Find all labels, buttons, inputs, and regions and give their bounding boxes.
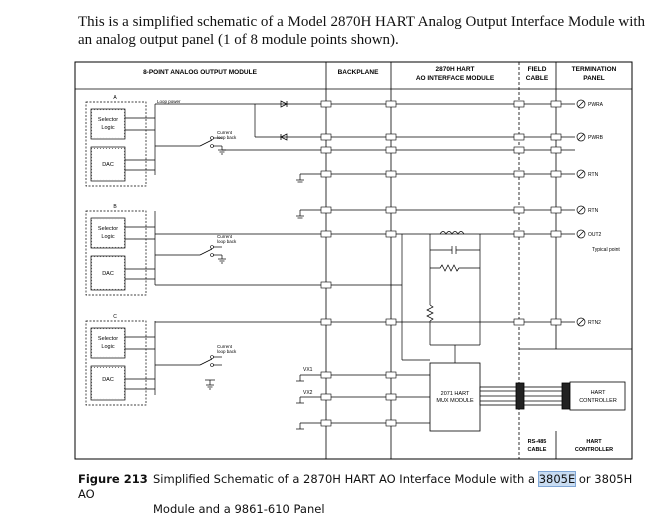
typical-point-label: Typical point	[592, 247, 620, 253]
svg-text:Selector: Selector	[98, 226, 118, 232]
svg-text:HART: HART	[591, 390, 607, 396]
loop-power-label: Loop power	[157, 99, 181, 104]
channel-a-letter: A	[113, 95, 117, 101]
svg-text:CONTROLLER: CONTROLLER	[579, 398, 617, 404]
intro-paragraph: This is a simplified schematic of a Mode…	[78, 14, 646, 48]
vx1-label: VX1	[303, 367, 313, 373]
channel-a: A Selector Logic DAC Loop power Current …	[85, 95, 237, 187]
channel-c: C Selector Logic DAC Current loop back	[85, 314, 237, 406]
rs485-label-2: CABLE	[528, 447, 547, 453]
hart-controller-label-1: HART	[586, 439, 602, 445]
field-cable-header-1: FIELD	[528, 66, 547, 73]
figure-label: Figure 213	[78, 472, 148, 486]
svg-text:loop back: loop back	[217, 349, 237, 354]
channel-b-letter: B	[113, 204, 117, 210]
svg-text:DAC: DAC	[102, 162, 114, 168]
termination-header-1: TERMINATION	[572, 66, 617, 73]
backplane-connectors	[320, 100, 562, 427]
hart-controller-label-2: CONTROLLER	[575, 447, 613, 453]
coupling-network	[401, 231, 481, 363]
terminal-pwrb: PWRB	[588, 135, 604, 141]
diagram-frame	[74, 61, 633, 460]
rs485-cable	[479, 382, 571, 410]
channel-c-letter: C	[113, 314, 117, 320]
svg-text:MUX MODULE: MUX MODULE	[436, 398, 474, 404]
svg-text:DAC: DAC	[102, 377, 114, 383]
highlighted-model: 3805E	[537, 471, 577, 487]
terminal-screws	[576, 99, 586, 327]
svg-text:loop back: loop back	[217, 135, 237, 140]
svg-text:loop back: loop back	[217, 239, 237, 244]
backplane-header: BACKPLANE	[338, 69, 379, 76]
terminal-rtn-2: RTN	[588, 208, 599, 214]
termination-header-2: PANEL	[583, 75, 605, 82]
svg-text:Current: Current	[217, 130, 233, 135]
svg-text:Logic: Logic	[101, 125, 114, 131]
svg-text:2071 HART: 2071 HART	[441, 391, 470, 397]
field-cable-header-2: CABLE	[526, 75, 549, 82]
module-header: 8-POINT ANALOG OUTPUT MODULE	[143, 69, 258, 76]
terminal-rtn-1: RTN	[588, 172, 599, 178]
svg-text:Selector: Selector	[98, 117, 118, 123]
terminal-out2: OUT2	[588, 232, 602, 238]
terminal-pwra: PWRA	[588, 102, 604, 108]
svg-text:DAC: DAC	[102, 271, 114, 277]
mux-module	[429, 362, 481, 432]
svg-text:Logic: Logic	[101, 234, 114, 240]
rs485-label-1: RS-485	[528, 439, 547, 445]
svg-text:Current: Current	[217, 344, 233, 349]
svg-text:Selector: Selector	[98, 336, 118, 342]
interface-header-1: 2870H HART	[435, 66, 474, 73]
schematic-diagram: 8-POINT ANALOG OUTPUT MODULE BACKPLANE 2…	[74, 61, 633, 460]
channel-b: B Selector Logic DAC Current loop back	[85, 204, 237, 296]
vx2-label: VX2	[303, 390, 313, 396]
interface-header-2: AO INTERFACE MODULE	[416, 75, 495, 82]
hart-controller	[569, 381, 626, 411]
svg-text:Current: Current	[217, 234, 233, 239]
terminal-rtn2: RTN2	[588, 320, 601, 326]
svg-text:Logic: Logic	[101, 344, 114, 350]
